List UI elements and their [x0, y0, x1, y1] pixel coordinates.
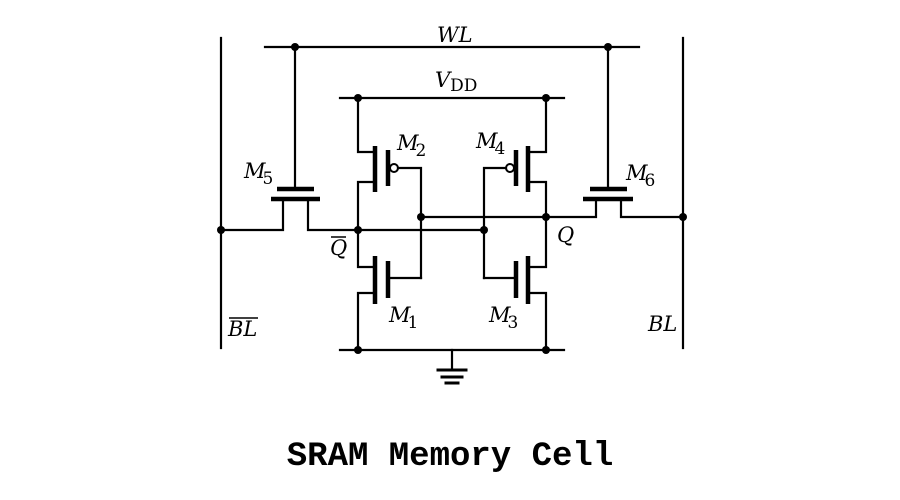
m3-label: M3 — [488, 303, 518, 333]
q-bar-net — [217, 197, 488, 234]
word-line-label: WL — [437, 23, 473, 47]
transistor-m2 — [356, 96, 423, 280]
m5-label: M5 — [243, 159, 273, 189]
diagram-title: SRAM Memory Cell — [286, 438, 614, 476]
transistor-m1 — [356, 256, 423, 352]
transistor-m3 — [482, 256, 548, 352]
q-net — [417, 197, 687, 221]
m6-label: M6 — [625, 161, 655, 191]
transistor-m5 — [271, 186, 320, 202]
ground-icon — [436, 348, 468, 385]
vdd-label: VDD — [435, 68, 477, 96]
m2-label: M2 — [396, 131, 426, 161]
q-bar-label: Q — [330, 236, 347, 260]
q-label: Q — [557, 223, 574, 247]
m1-label: M1 — [388, 303, 418, 333]
transistor-m4 — [482, 96, 548, 280]
bit-line-label: BL — [647, 312, 677, 336]
transistor-m6 — [583, 186, 633, 202]
m4-label: M4 — [475, 129, 505, 159]
bit-line-bar-label: BL — [227, 317, 257, 341]
